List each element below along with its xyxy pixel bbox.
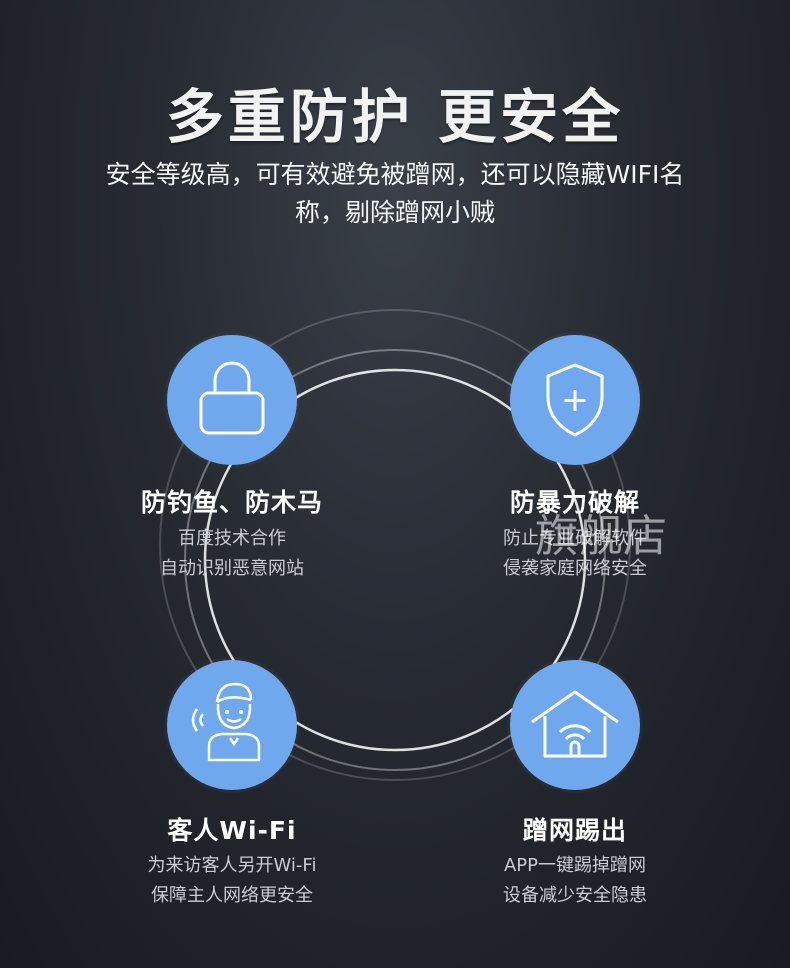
guest-user-icon (191, 682, 261, 762)
feature-desc-anti-bruteforce-1: 防止专业破解软件 (503, 528, 647, 549)
lock-icon (199, 361, 265, 435)
home-icon-circle (510, 660, 640, 790)
feature-desc-kick-out-1: APP一键踢掉蹭网 (503, 855, 647, 876)
guest-icon-circle (167, 660, 297, 790)
feature-desc-guest-wifi-2: 保障主人网络更安全 (151, 885, 313, 906)
page-title: 多重防护 更安全 (165, 83, 625, 151)
feature-title-guest-wifi: 客人Wi-Fi (167, 816, 297, 845)
home-wifi-icon (531, 690, 619, 758)
feature-title-anti-phishing: 防钓鱼、防木马 (140, 488, 323, 517)
page-subtitle: 安全等级高，可有效避免被蹭网，还可以隐藏WIFI名称，剔除蹭网小贼 (105, 160, 685, 227)
lock-icon-circle (167, 335, 297, 465)
feature-desc-guest-wifi-1: 为来访客人另开Wi-Fi (147, 855, 317, 876)
feature-desc-anti-bruteforce-2: 侵袭家庭网络安全 (503, 558, 647, 579)
shield-icon-circle (510, 335, 640, 465)
store-watermark: 旗舰店 (535, 511, 667, 562)
feature-title-kick-out: 蹭网踢出 (522, 816, 627, 845)
feature-desc-anti-phishing-2: 自动识别恶意网站 (160, 558, 304, 579)
feature-title-anti-bruteforce: 防暴力破解 (509, 488, 640, 517)
feature-desc-kick-out-2: 设备减少安全隐患 (503, 885, 647, 906)
feature-desc-anti-phishing-1: 百度技术合作 (178, 528, 286, 549)
shield-plus-icon (546, 363, 604, 437)
